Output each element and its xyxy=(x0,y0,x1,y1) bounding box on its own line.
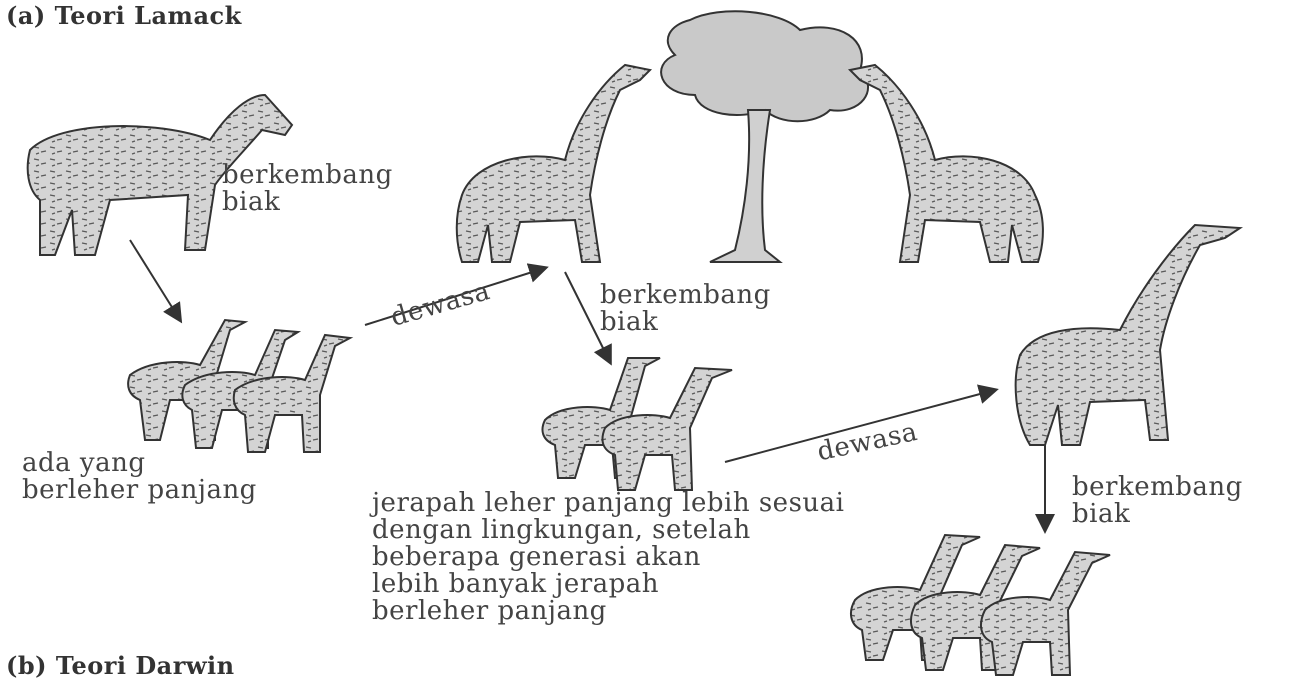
label-lamarck-breed: berkembang biak xyxy=(222,162,393,216)
label-center-breed: berkembang biak xyxy=(600,282,771,336)
title-lamarck: (a) Teori Lamack xyxy=(6,2,242,29)
giraffe-offspring-group-left xyxy=(128,320,350,452)
arrow-adult-to-offspring xyxy=(130,240,180,320)
label-darwin-caption: jerapah leher panjang lebih sesuai denga… xyxy=(372,490,844,625)
giraffe-long-neck-adult-right xyxy=(1016,225,1240,445)
title-darwin: (b) Teori Darwin xyxy=(6,652,235,679)
giraffe-long-neck-center-right xyxy=(850,65,1043,262)
label-lamarck-offspring: ada yang berleher panjang xyxy=(22,450,257,504)
tree xyxy=(661,11,868,262)
label-right-breed: berkembang biak xyxy=(1072,474,1243,528)
giraffe-long-neck-center-left xyxy=(457,65,650,262)
giraffe-offspring-group-right xyxy=(851,535,1110,675)
giraffe-offspring-group-middle xyxy=(542,358,732,490)
